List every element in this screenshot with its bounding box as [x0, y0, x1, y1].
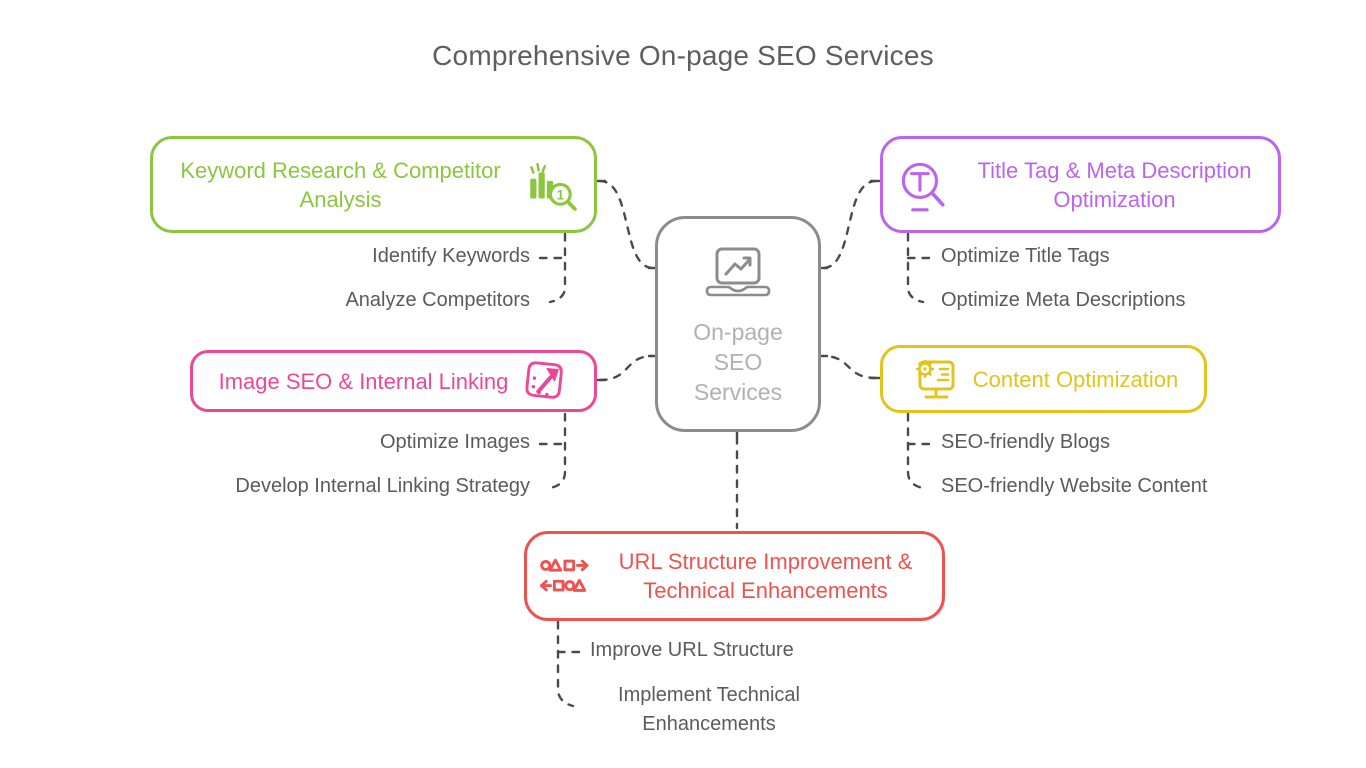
center-node-label: On-page SEO Services: [693, 319, 783, 405]
branch-label: Title Tag & Meta Description Optimizatio…: [977, 157, 1252, 212]
branch-label: Keyword Research & Competitor Analysis: [180, 157, 501, 212]
leaf-item: SEO-friendly Blogs: [941, 431, 1110, 453]
branch-label: URL Structure Improvement & Technical En…: [618, 549, 913, 603]
branch-node-content-optimization: Content Optimization: [880, 345, 1207, 413]
leaf-item: Analyze Competitors: [345, 289, 530, 311]
monitor-gear-icon: [915, 359, 955, 399]
leaf-item: Improve URL Structure: [590, 639, 794, 661]
icon-badge: 1: [557, 187, 565, 202]
image-link-arrow-icon: [525, 361, 564, 399]
leaf-item: Identify Keywords: [372, 245, 530, 267]
diagram-title: Comprehensive On-page SEO Services: [432, 40, 934, 71]
branch-label: Image SEO & Internal Linking: [218, 368, 509, 394]
leaf-item: Implement Technical Enhancements: [618, 684, 800, 735]
leaf-item: Optimize Meta Descriptions: [941, 289, 1186, 311]
laptop-trend-icon: [705, 247, 771, 297]
bar-chart-search-icon: 1: [530, 162, 577, 211]
leaf-item: Develop Internal Linking Strategy: [235, 475, 530, 497]
shapes-flow-icon: [539, 558, 589, 592]
branch-label: Content Optimization: [972, 366, 1179, 392]
branch-node-url-structure: URL Structure Improvement & Technical En…: [524, 531, 945, 621]
magnifier-title-icon: [901, 162, 945, 211]
leaf-item: Optimize Title Tags: [941, 245, 1110, 267]
branch-node-image-seo: Image SEO & Internal Linking: [190, 350, 597, 412]
branch-node-keyword-research: Keyword Research & Competitor Analysis 1: [150, 136, 597, 233]
center-node: On-page SEO Services: [655, 216, 821, 432]
leaf-item: Optimize Images: [379, 431, 530, 453]
leaf-item: SEO-friendly Website Content: [941, 475, 1208, 497]
branch-node-title-meta: Title Tag & Meta Description Optimizatio…: [880, 136, 1281, 233]
